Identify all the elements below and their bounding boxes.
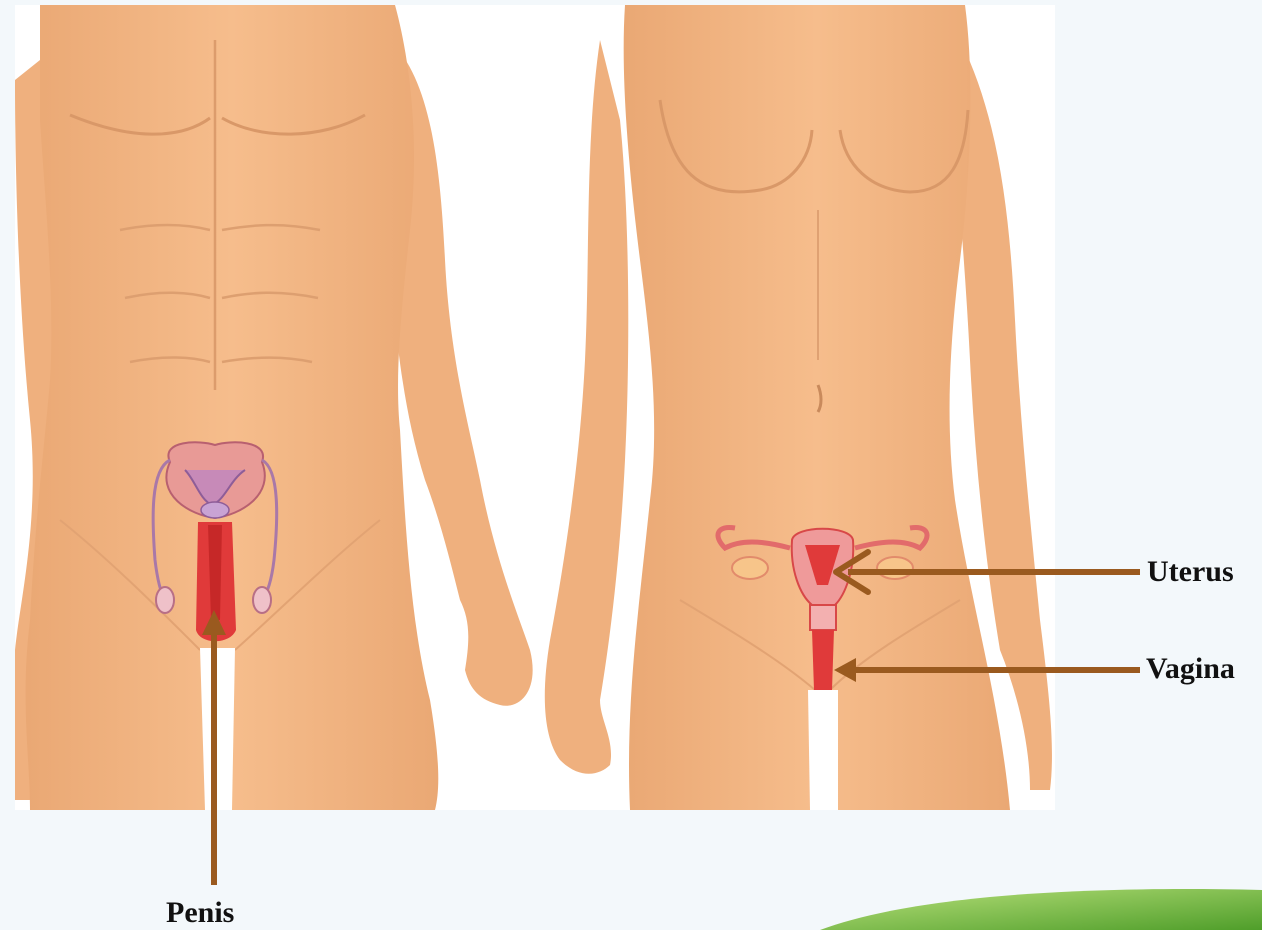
leaf-decoration bbox=[820, 889, 1262, 930]
uterus-label: Uterus bbox=[1147, 555, 1234, 589]
vagina-label: Vagina bbox=[1146, 652, 1235, 686]
penis-label: Penis bbox=[166, 896, 234, 930]
